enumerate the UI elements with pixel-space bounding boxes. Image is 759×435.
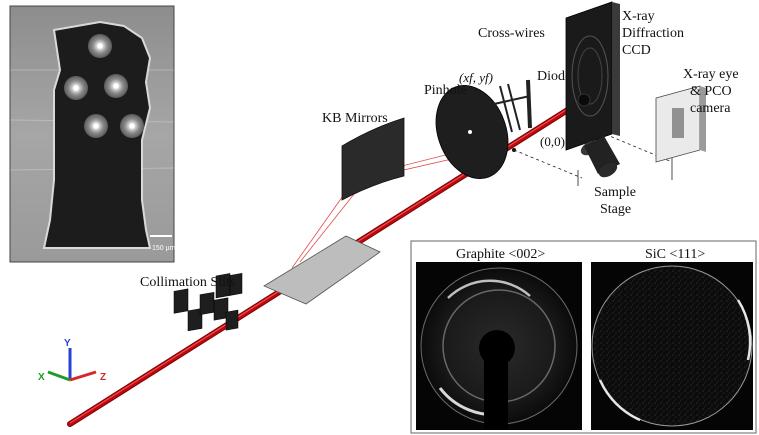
sample-spots — [64, 34, 144, 138]
cross-wires-label: Cross-wires — [478, 26, 545, 41]
axis-z-label: Z — [100, 372, 106, 383]
ccd-label-1: X-ray — [622, 9, 655, 24]
sample-stage-label-1: Sample — [594, 185, 636, 200]
kb-mirrors-label: KB Mirrors — [322, 111, 388, 126]
diode-label: Diode — [537, 69, 571, 84]
sic-title: SiC <111> — [645, 247, 705, 262]
dimension-lines — [513, 131, 673, 179]
scale-bar-label: 150 µm — [152, 245, 176, 252]
cross-wires — [493, 83, 531, 133]
graphite-title: Graphite <002> — [456, 247, 545, 262]
pinhole-label: Pinhole — [424, 83, 467, 98]
flat-mirror — [263, 235, 381, 305]
collimation-slits-label: Collimation Slits — [140, 275, 235, 290]
origin-label: (0,0) — [540, 134, 565, 149]
sample-stage-label-2: Stage — [600, 202, 631, 217]
collimation-slits — [173, 273, 243, 332]
axis-y-label: Y — [64, 338, 71, 349]
xray-eye-label-3: camera — [690, 101, 731, 116]
coordinate-axes — [47, 348, 97, 382]
diode — [526, 79, 532, 129]
xray-eye-camera — [655, 85, 706, 163]
ccd-label-2: Diffraction — [622, 26, 684, 41]
sample-stage — [580, 136, 620, 178]
pinhole — [435, 85, 509, 179]
xf-yf-label: (xf, yf) — [459, 70, 493, 85]
axis-x-label: X — [38, 372, 45, 383]
diffraction-inset: Graphite <002> SiC <111> — [410, 240, 757, 434]
xray-diffraction-ccd — [565, 1, 620, 151]
sic-pattern — [591, 262, 753, 430]
xray-eye-label-2: & PCO — [690, 84, 732, 99]
sem-micrograph: 150 µm — [9, 5, 176, 263]
ccd-label-3: CCD — [622, 43, 651, 58]
xray-eye-label-1: X-ray eye — [683, 67, 739, 82]
graphite-pattern — [416, 262, 582, 430]
kb-mirrors — [341, 117, 405, 201]
